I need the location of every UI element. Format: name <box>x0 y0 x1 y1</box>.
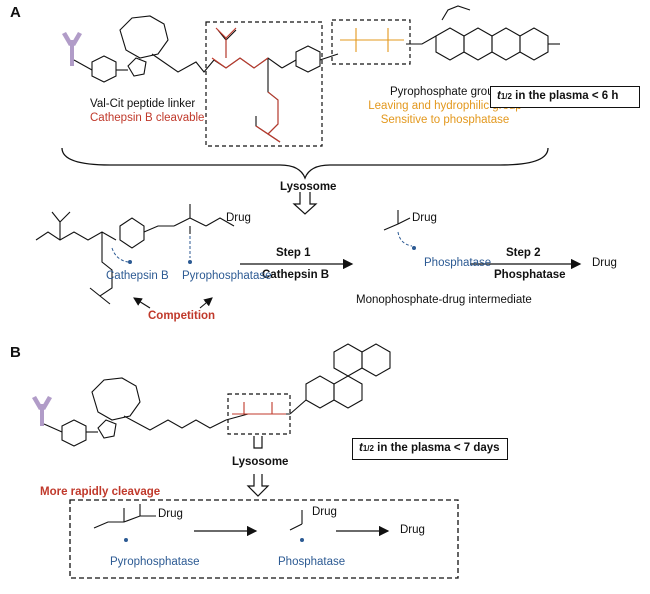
antibody-icon-a <box>62 32 82 66</box>
drug-on-pyro: Drug <box>226 212 251 224</box>
lysosome-brace <box>61 147 549 180</box>
scissor-icons-b <box>124 538 304 542</box>
enzyme-phos-a: Phosphatase <box>424 257 492 269</box>
drug-b-2: Drug <box>312 506 337 518</box>
pyro-note-1: Leaving and hydrophilic group <box>368 100 522 112</box>
lysosome-label-b: Lysosome <box>232 456 289 468</box>
step1-title: Step 1 <box>276 247 311 259</box>
linker-note: Cathepsin B cleavable <box>90 112 205 124</box>
pyrophosphate-highlight-a <box>340 28 404 52</box>
half-life-box-b: t1/2 in the plasma < 7 days <box>352 438 508 460</box>
half-life-sub-b: 1/2 <box>362 444 374 453</box>
drug-product-a: Drug <box>592 257 617 269</box>
pyrophosphate-highlight-b <box>232 402 286 415</box>
enzyme-pyro-a: Pyrophosphatase <box>182 270 272 282</box>
val-cit-highlight-a <box>211 27 281 143</box>
half-life-text-b: in the plasma < 7 days <box>373 442 500 454</box>
enzyme-phos-b: Phosphatase <box>278 556 346 568</box>
cleavage-structure-a <box>35 204 411 305</box>
down-arrow-b <box>246 436 270 497</box>
enzyme-cathepsin: Cathepsin B <box>106 270 169 282</box>
drug-b-3: Drug <box>400 524 425 536</box>
down-arrow-a <box>292 192 318 215</box>
half-life-t: t <box>497 90 501 102</box>
intermediate-label: Monophosphate-drug intermediate <box>356 294 532 306</box>
pyro-note-2: Sensitive to phosphatase <box>380 114 510 126</box>
half-life-box-a: t1/2 in the plasma < 6 h <box>490 86 640 108</box>
half-life-text: in the plasma < 6 h <box>511 90 619 102</box>
lysosome-label-a: Lysosome <box>280 181 337 193</box>
competition-label: Competition <box>148 310 216 322</box>
competition-arrows <box>111 231 413 263</box>
enzyme-pyro-b: Pyrophosphatase <box>110 556 200 568</box>
half-life-t-b: t <box>359 442 363 454</box>
linker-label: Val-Cit peptide linker <box>90 98 196 110</box>
panel-label-b: B <box>10 344 21 361</box>
half-life-sub: 1/2 <box>500 92 512 101</box>
rapid-cleavage-label: More rapidly cleavage <box>40 486 161 498</box>
pyro-label: Pyrophosphate group <box>390 86 500 98</box>
panel-label-a: A <box>10 4 21 21</box>
scissor-icons <box>128 246 416 264</box>
step2-enzyme: Phosphatase <box>494 269 566 281</box>
competition-pointers <box>133 297 213 309</box>
adc-structure-b <box>43 343 391 447</box>
antibody-icon-b <box>32 396 52 426</box>
drug-on-mono: Drug <box>412 212 437 224</box>
step1-enzyme: Cathepsin B <box>262 269 330 281</box>
cleavage-structure-b <box>93 504 303 531</box>
step2-title: Step 2 <box>506 247 541 259</box>
drug-b-1: Drug <box>158 508 183 520</box>
